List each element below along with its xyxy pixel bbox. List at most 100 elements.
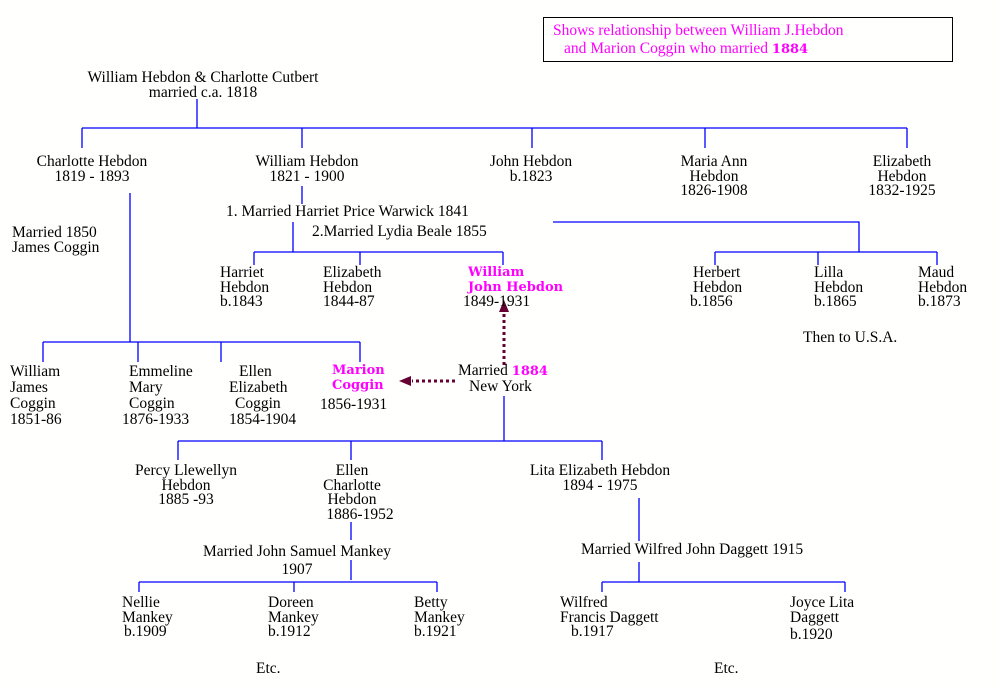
dates: b.1823 xyxy=(509,167,553,185)
dates: 1854-1904 xyxy=(229,411,297,428)
name: Francis Daggett xyxy=(560,608,659,626)
name: Lilla xyxy=(814,264,844,281)
name: Doreen xyxy=(268,594,314,611)
dates: b.1865 xyxy=(814,293,857,310)
name: Mary xyxy=(129,379,163,396)
line: Married 1850 xyxy=(12,224,97,241)
lita-marriage: Married Wilfred John Daggett 1915 xyxy=(581,541,804,558)
dates: 1849-1931 xyxy=(463,293,531,310)
name: William xyxy=(10,363,61,380)
lita-connector xyxy=(601,498,846,592)
year: 1907 xyxy=(281,561,313,578)
dates: b.1920 xyxy=(790,626,833,643)
second-marriage: 2.Married Lydia Beale 1855 xyxy=(312,223,487,240)
dates: 1826-1908 xyxy=(680,182,748,199)
dates: 1856-1931 xyxy=(320,396,388,413)
surname: Hebdon xyxy=(693,278,743,296)
line: James Coggin xyxy=(12,238,100,256)
marriage-1884-connector xyxy=(177,396,603,460)
name: Maria Ann xyxy=(680,153,748,170)
dates: 1886-1952 xyxy=(326,505,394,523)
name: Lita Elizabeth Hebdon xyxy=(529,462,671,479)
name: William xyxy=(468,265,525,280)
surname: Hebdon xyxy=(689,167,739,185)
name: Harriet xyxy=(220,264,264,281)
root-names: William Hebdon & Charlotte Cutbert xyxy=(87,69,319,86)
root-marriage: married c.a. 1818 xyxy=(148,83,258,101)
dates: b.1856 xyxy=(690,293,733,310)
dates: b.1909 xyxy=(124,623,167,640)
line: Married John Samuel Mankey xyxy=(202,543,392,560)
name: James xyxy=(10,379,48,396)
root-couple: William Hebdon & Charlotte Cutbert marri… xyxy=(83,69,323,101)
surname: Hebdon xyxy=(877,167,927,185)
surname: Mankey xyxy=(268,608,319,626)
dates: 1821 - 1900 xyxy=(269,167,345,185)
name: Maud xyxy=(918,264,955,281)
name: Elizabeth xyxy=(229,379,288,396)
name: John Hebdon xyxy=(489,153,573,170)
place: New York xyxy=(469,377,532,395)
arrowhead-up-icon xyxy=(499,300,509,312)
etc-right: Etc. xyxy=(714,660,739,677)
dates: b.1873 xyxy=(918,293,961,310)
name: Betty xyxy=(414,594,448,611)
name: Percy Llewellyn xyxy=(134,462,237,479)
usa-note: Then to U.S.A. xyxy=(803,329,898,346)
dates: 1844-87 xyxy=(323,293,375,310)
surname: Mankey xyxy=(122,608,173,626)
surname: Hebdon xyxy=(161,476,211,494)
second-marriage-connector xyxy=(553,221,938,265)
dates: b.1917 xyxy=(571,623,614,640)
dates: 1832-1925 xyxy=(868,182,936,199)
dates: b.1843 xyxy=(220,293,263,310)
name: Marion xyxy=(332,363,385,378)
name: Ellen xyxy=(335,462,369,479)
surname: Coggin xyxy=(129,395,175,412)
surname: Hebdon xyxy=(327,491,377,508)
name: John Hebdon xyxy=(468,279,564,295)
name: Emmeline xyxy=(129,363,193,380)
label: Married xyxy=(458,362,508,379)
dates: 1819 - 1893 xyxy=(54,167,130,185)
william-connector xyxy=(253,186,504,265)
relationship-note: Shows relationship between William J.Heb… xyxy=(543,17,953,62)
name: Wilfred xyxy=(560,594,608,611)
name: Charlotte Hebdon xyxy=(36,153,148,170)
first-marriage: 1. Married Harriet Price Warwick 1841 xyxy=(226,203,469,220)
arrowhead-left-icon xyxy=(399,376,411,386)
surname: Coggin xyxy=(10,395,56,412)
surname: Coggin xyxy=(332,377,384,393)
name: Elizabeth xyxy=(323,264,382,281)
name: Nellie xyxy=(122,594,160,611)
ellen-connector xyxy=(138,522,438,592)
name: William Hebdon xyxy=(255,153,359,170)
etc-left: Etc. xyxy=(256,660,281,677)
dates: b.1912 xyxy=(268,623,311,640)
name: Ellen xyxy=(239,363,272,380)
dates: 1851-86 xyxy=(10,411,62,428)
root-connector xyxy=(81,99,908,148)
name: Elizabeth xyxy=(872,153,932,170)
